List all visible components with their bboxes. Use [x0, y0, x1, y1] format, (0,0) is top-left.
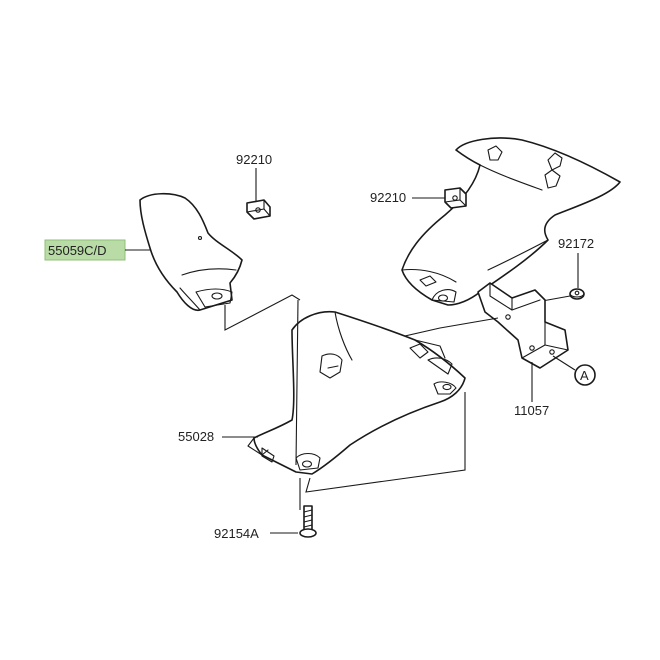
- cover-right-part[interactable]: [401, 137, 621, 306]
- leader-callout-a: [552, 355, 576, 371]
- label-92210-upper[interactable]: 92210: [236, 152, 272, 167]
- label-92172[interactable]: 92172: [558, 236, 594, 251]
- cover-left-part[interactable]: [139, 192, 243, 312]
- label-11057[interactable]: 11057: [514, 403, 549, 418]
- label-55028[interactable]: 55028: [178, 429, 214, 444]
- callout-a-circle[interactable]: [574, 364, 596, 386]
- guide-line-lower-right: [305, 392, 466, 493]
- stay-bracket-part[interactable]: [477, 282, 569, 369]
- lower-bracket-part[interactable]: [247, 310, 466, 475]
- guide-line-mid: [295, 299, 299, 466]
- label-92210-right[interactable]: 92210: [370, 190, 406, 205]
- clip-nut-upper-icon[interactable]: [246, 199, 271, 220]
- bolt-92172-icon[interactable]: [569, 288, 585, 300]
- label-55059cd[interactable]: 55059C/D: [48, 243, 107, 258]
- clip-nut-right-icon[interactable]: [444, 187, 467, 209]
- guide-line-left: [224, 294, 301, 331]
- callout-a-label: A: [580, 368, 589, 383]
- screw-92154a-icon[interactable]: [299, 505, 317, 538]
- label-92154a[interactable]: 92154A: [214, 526, 259, 541]
